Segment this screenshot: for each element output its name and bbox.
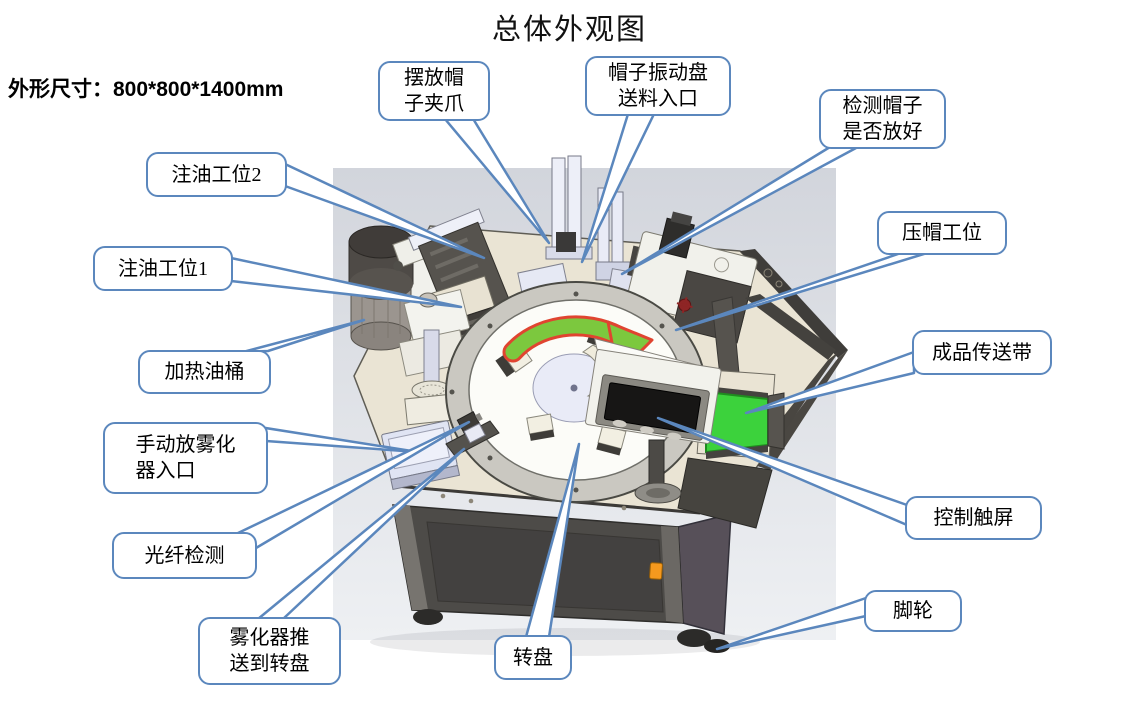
screen (603, 382, 702, 434)
touchscreen-part (585, 337, 722, 504)
dimensions-label: 外形尺寸： (8, 77, 113, 101)
callout-manual-atomizer-inlet: 手动放雾化 器入口 (103, 422, 268, 494)
callout-finished-conveyor: 成品传送带 (912, 330, 1052, 375)
callout-fiber-detection: 光纤检测 (112, 532, 257, 579)
callout-heating-oil-barrel: 加热油桶 (138, 350, 271, 394)
pusher-rail-part (445, 420, 500, 457)
callout-label: 检测帽子 是否放好 (842, 95, 923, 143)
caster-wheel (413, 609, 443, 625)
leader-lines (229, 112, 929, 651)
caster-wheel (704, 639, 730, 653)
callout-control-touchscreen: 控制触屏 (905, 496, 1042, 540)
callout-label: 注油工位2 (171, 163, 262, 186)
support-pole (648, 439, 665, 491)
callout-label: 手动放雾化 器入口 (135, 434, 236, 482)
callout-atomizer-pusher: 雾化器推 送到转盘 (198, 617, 341, 685)
callout-oil-station-1: 注油工位1 (93, 246, 233, 291)
callout-vibration-feeder-inlet: 帽子振动盘 送料入口 (585, 56, 731, 116)
callout-label: 帽子振动盘 送料入口 (608, 62, 708, 110)
callout-cap-press-station: 压帽工位 (877, 211, 1007, 255)
callout-cap-gripper: 摆放帽 子夹爪 (378, 61, 490, 121)
page-title: 总体外观图 (491, 14, 647, 46)
dimensions-value: 800*800*1400mm (113, 78, 284, 101)
callout-label: 压帽工位 (902, 222, 982, 244)
cabinet (392, 504, 732, 653)
callout-label: 注油工位1 (118, 257, 208, 280)
callout-label: 光纤检测 (144, 544, 225, 567)
conveyor-chute (677, 457, 773, 529)
callout-turntable: 转盘 (494, 635, 572, 680)
callout-oil-station-2: 注油工位2 (146, 152, 287, 197)
callout-label: 转盘 (513, 646, 553, 669)
power-switch (649, 562, 663, 580)
tray-pocket (526, 413, 555, 441)
callout-label: 加热油桶 (164, 361, 245, 383)
callout-label: 摆放帽 子夹爪 (404, 67, 464, 115)
callout-label: 脚轮 (893, 600, 933, 622)
outer-dimensions: 外形尺寸：800*800*1400mm (8, 73, 283, 103)
callout-label: 控制触屏 (933, 507, 1014, 529)
table-edge-rail (740, 249, 848, 358)
callout-label: 成品传送带 (932, 341, 1032, 364)
caster-wheel (677, 629, 711, 647)
tray-pocket (596, 424, 627, 456)
callout-cap-check: 检测帽子 是否放好 (819, 89, 946, 149)
callout-caster: 脚轮 (864, 590, 962, 632)
callout-label: 雾化器推 送到转盘 (229, 627, 310, 675)
